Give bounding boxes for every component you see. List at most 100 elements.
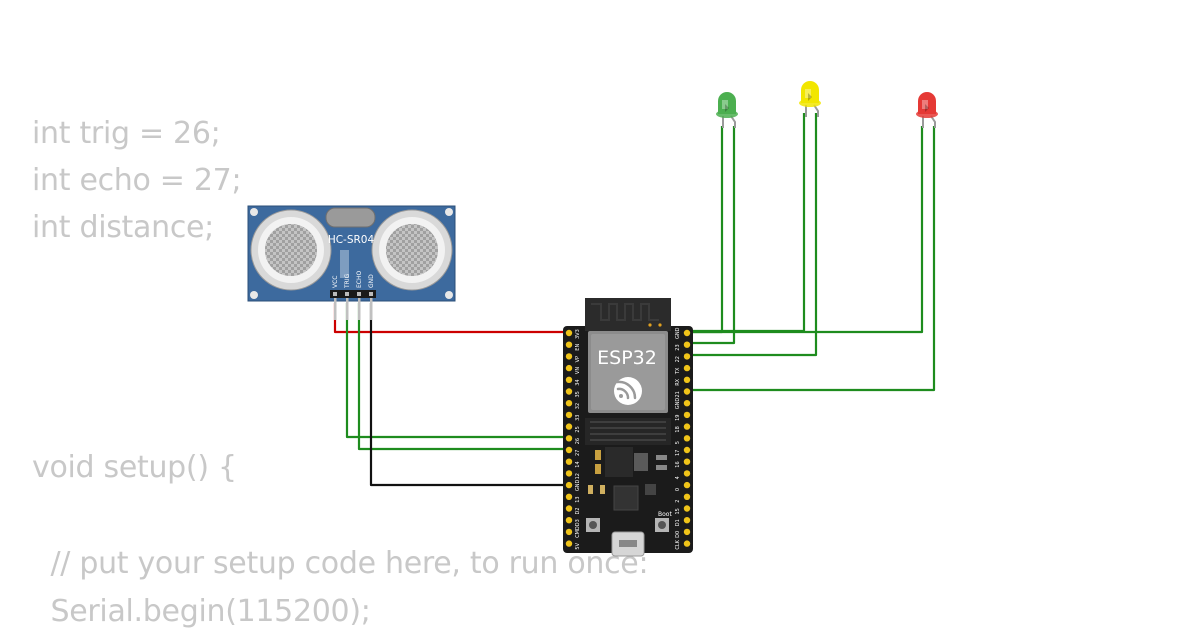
left-pin-en[interactable] xyxy=(565,341,573,348)
right-pin-label: RX xyxy=(675,378,681,385)
board-label: ESP32 xyxy=(597,347,657,369)
wire-echo[interactable] xyxy=(357,303,568,451)
right-pin-label: 15 xyxy=(675,508,681,514)
right-pin-label: 18 xyxy=(675,426,681,432)
right-pin-label: 4 xyxy=(675,476,681,479)
left-pin-label: EN xyxy=(575,344,581,351)
left-pin-label: 14 xyxy=(575,461,581,467)
right-pin-5[interactable] xyxy=(683,435,691,442)
left-pin-cmd[interactable] xyxy=(565,528,573,536)
right-pin-21[interactable] xyxy=(683,388,691,395)
wire-gnd[interactable] xyxy=(369,303,568,487)
left-pin-label: 26 xyxy=(575,438,581,444)
led-red[interactable] xyxy=(916,92,938,128)
left-pin-27[interactable] xyxy=(565,446,573,454)
ultrasonic-transducer-right xyxy=(371,209,453,291)
right-pin-16[interactable] xyxy=(683,458,691,465)
left-pin-25[interactable] xyxy=(565,423,573,430)
right-pin-label: 23 xyxy=(675,344,681,350)
code-line-2: int echo = 27; xyxy=(32,163,242,198)
right-pin-rx[interactable] xyxy=(683,376,691,383)
espressif-logo-icon xyxy=(614,377,642,405)
right-pin-label: D1 xyxy=(675,519,681,526)
wire-led-red-b[interactable] xyxy=(688,126,936,392)
pin-label-echo: ECHO xyxy=(356,271,363,288)
sensor-label: HC-SR04 xyxy=(328,234,375,246)
left-pin-vn[interactable] xyxy=(565,364,573,372)
left-pin-34[interactable] xyxy=(565,376,573,383)
left-pin-label: VP xyxy=(575,356,581,362)
right-pin-2[interactable] xyxy=(683,493,691,500)
left-pin-vp[interactable] xyxy=(565,353,573,360)
led-group xyxy=(716,81,938,128)
left-pin-12[interactable] xyxy=(565,470,573,477)
right-pin-d1[interactable] xyxy=(683,517,691,524)
right-pin-label: 0 xyxy=(675,488,681,491)
right-pin-tx[interactable] xyxy=(683,364,691,372)
wire-trig[interactable] xyxy=(345,303,568,439)
right-pin-17[interactable] xyxy=(683,446,691,454)
esp32-board[interactable]: ESP32 xyxy=(563,298,693,557)
right-pin-label: 21 xyxy=(675,391,681,397)
led-green[interactable] xyxy=(716,92,738,128)
right-pin-label: 16 xyxy=(675,461,681,467)
right-pin-15[interactable] xyxy=(683,505,691,512)
right-pin-label: TX xyxy=(675,367,681,375)
right-pin-0[interactable] xyxy=(683,481,691,489)
wire-led-green-b[interactable] xyxy=(688,126,736,345)
right-pin-18[interactable] xyxy=(683,423,691,430)
wire-led-green-a[interactable] xyxy=(688,126,724,334)
left-pin-label: VN xyxy=(575,367,581,374)
left-pin-label: D2 xyxy=(575,507,581,514)
left-pin-label: 25 xyxy=(575,426,581,432)
left-pin-label: 32 xyxy=(575,403,581,409)
left-pin-26[interactable] xyxy=(565,435,573,442)
left-pin-label: 34 xyxy=(575,379,581,385)
left-pin-5v[interactable] xyxy=(565,540,573,547)
right-pin-d0[interactable] xyxy=(683,528,691,536)
wire-led-red-a[interactable] xyxy=(688,126,924,334)
right-pin-22[interactable] xyxy=(683,353,691,360)
right-pin-label: 19 xyxy=(675,415,681,421)
left-pin-label: 5V xyxy=(575,542,581,549)
left-pin-d2[interactable] xyxy=(565,505,573,512)
right-pin-23[interactable] xyxy=(683,341,691,348)
left-pin-33[interactable] xyxy=(565,411,573,419)
hc-sr04-sensor[interactable]: HC-SR04 VCC TRIG ECHO GND xyxy=(247,205,456,320)
right-pin-label: GND xyxy=(675,398,681,410)
wire-led-yellow-a[interactable] xyxy=(688,113,806,333)
left-pin-13[interactable] xyxy=(565,493,573,500)
left-header-pins: 3V3ENVPVN343532332526271412GND13D2D3CMD5… xyxy=(565,329,581,550)
left-pin-d3[interactable] xyxy=(565,517,573,524)
crystal-oscillator xyxy=(325,207,376,228)
left-pin-14[interactable] xyxy=(565,458,573,465)
right-pin-gnd[interactable] xyxy=(683,400,691,407)
left-pin-3v3[interactable] xyxy=(565,329,573,337)
led-yellow[interactable] xyxy=(799,81,821,117)
right-pin-gnd[interactable] xyxy=(683,329,691,337)
sensor-header-pins xyxy=(330,290,376,320)
right-pin-19[interactable] xyxy=(683,411,691,419)
right-pin-clk[interactable] xyxy=(683,540,691,547)
left-pin-32[interactable] xyxy=(565,400,573,407)
boot-label: Boot xyxy=(658,511,672,518)
right-pin-label: 22 xyxy=(675,356,681,362)
code-line-3: int distance; xyxy=(32,210,214,245)
right-pin-4[interactable] xyxy=(683,470,691,477)
en-button[interactable] xyxy=(586,518,600,532)
code-line-4: void setup() { xyxy=(32,450,237,485)
right-pin-label: 17 xyxy=(675,450,681,456)
boot-button[interactable] xyxy=(655,518,669,532)
left-pin-label: 35 xyxy=(575,391,581,397)
code-line-6: Serial.begin(115200); xyxy=(32,594,371,629)
left-pin-label: 33 xyxy=(575,415,581,421)
pin-label-vcc: VCC xyxy=(332,276,339,288)
left-pin-label: D3 xyxy=(575,519,581,526)
left-pin-gnd[interactable] xyxy=(565,481,573,489)
left-pin-label: 27 xyxy=(575,450,581,456)
wire-led-yellow-b[interactable] xyxy=(688,113,818,357)
left-pin-35[interactable] xyxy=(565,388,573,395)
right-pin-label: CLK xyxy=(675,539,681,549)
